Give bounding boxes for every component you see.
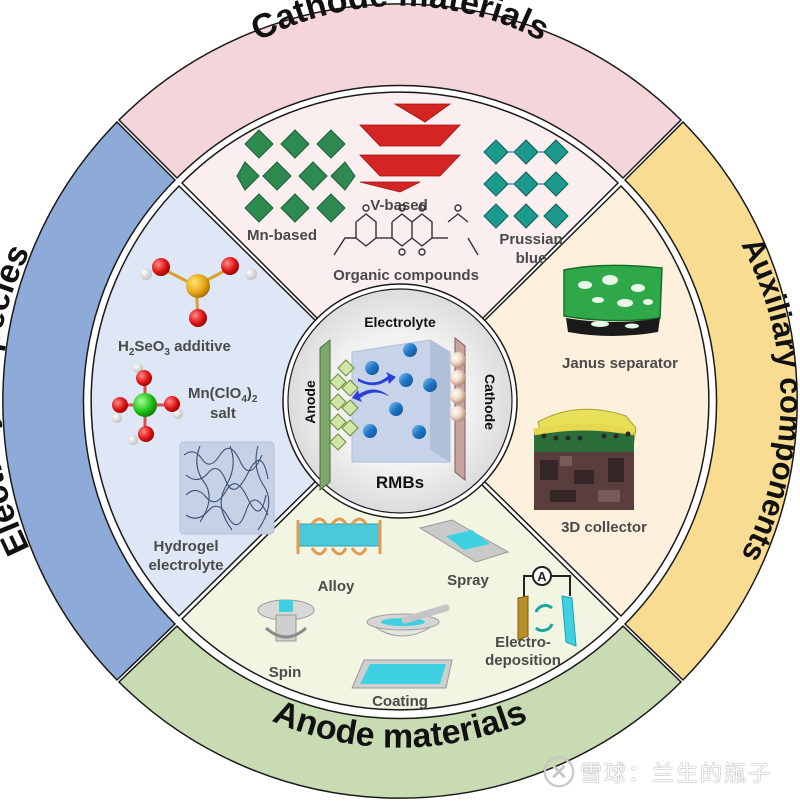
organic-molecule-icon	[333, 204, 479, 256]
coating-label: Coating	[372, 693, 428, 710]
anode-crystal-icon	[329, 359, 359, 451]
mn-clo4-molecule-icon	[112, 363, 183, 445]
organic-compounds-label: Organic compounds	[333, 267, 479, 284]
ion-transport-arrows-icon	[352, 372, 396, 402]
hydrogel-label-line2: electrolyte	[148, 557, 223, 574]
cathode-core-label: Cathode	[482, 374, 498, 430]
janus-separator-icon	[563, 264, 663, 336]
spray-label: Spray	[447, 572, 489, 589]
prussian-blue-structure-icon	[483, 139, 569, 229]
alloy-icon	[296, 517, 382, 556]
central-battery-core: Electrolyte Anode Cathod	[282, 283, 518, 519]
electrodeposition-label-line2: deposition	[485, 652, 561, 669]
hydrogel-cube-icon	[179, 441, 275, 535]
outer-band	[2, 3, 798, 799]
mn-based-structure-icon	[236, 129, 356, 223]
magnesium-ions-icon	[363, 343, 437, 439]
coating-plate-icon	[351, 659, 453, 689]
v-based-label: V-based	[370, 197, 428, 214]
auxiliary-band	[623, 120, 798, 682]
h2seo3-additive-label: H2SeO3 additive	[118, 338, 231, 358]
electrodeposition-label-line1: Electro-	[495, 634, 551, 651]
alloy-label: Alloy	[318, 578, 355, 595]
anode-plate-icon	[319, 338, 331, 492]
ammeter-symbol: A	[537, 569, 547, 584]
salt-label: salt	[210, 405, 236, 422]
spray-icon	[418, 519, 510, 563]
electrolyte-band	[2, 120, 177, 682]
snowball-logo-icon	[543, 757, 574, 787]
prussian-label: Prussian	[499, 231, 562, 248]
cathode-band	[117, 3, 683, 180]
anode-band	[117, 624, 683, 799]
electrolyte-core-label: Electrolyte	[364, 314, 436, 330]
h2seo3-molecule-icon	[140, 257, 257, 327]
mn-clo4-salt-formula: Mn(ClO4)2	[188, 385, 258, 405]
anode-core-label: Anode	[302, 380, 318, 424]
mortar-and-pestle-icon	[366, 604, 450, 637]
spin-label: Spin	[269, 664, 302, 681]
cathode-particles-icon	[450, 352, 466, 422]
electrodeposition-cell-icon: A	[517, 566, 577, 647]
blue-label: blue	[516, 250, 547, 267]
3d-collector-icon	[533, 408, 637, 510]
hydrogel-label-line1: Hydrogel	[153, 538, 218, 555]
mn-based-label: Mn-based	[247, 227, 317, 244]
watermark: 雪球：兰生的瓶子	[543, 756, 772, 788]
watermark-text: 雪球：兰生的瓶子	[579, 762, 772, 787]
3d-collector-label: 3D collector	[561, 519, 647, 536]
v-based-structure-icon	[359, 103, 461, 193]
rmbs-title: RMBs	[376, 473, 424, 492]
janus-separator-label: Janus separator	[562, 355, 678, 372]
spin-coater-icon	[257, 599, 315, 642]
